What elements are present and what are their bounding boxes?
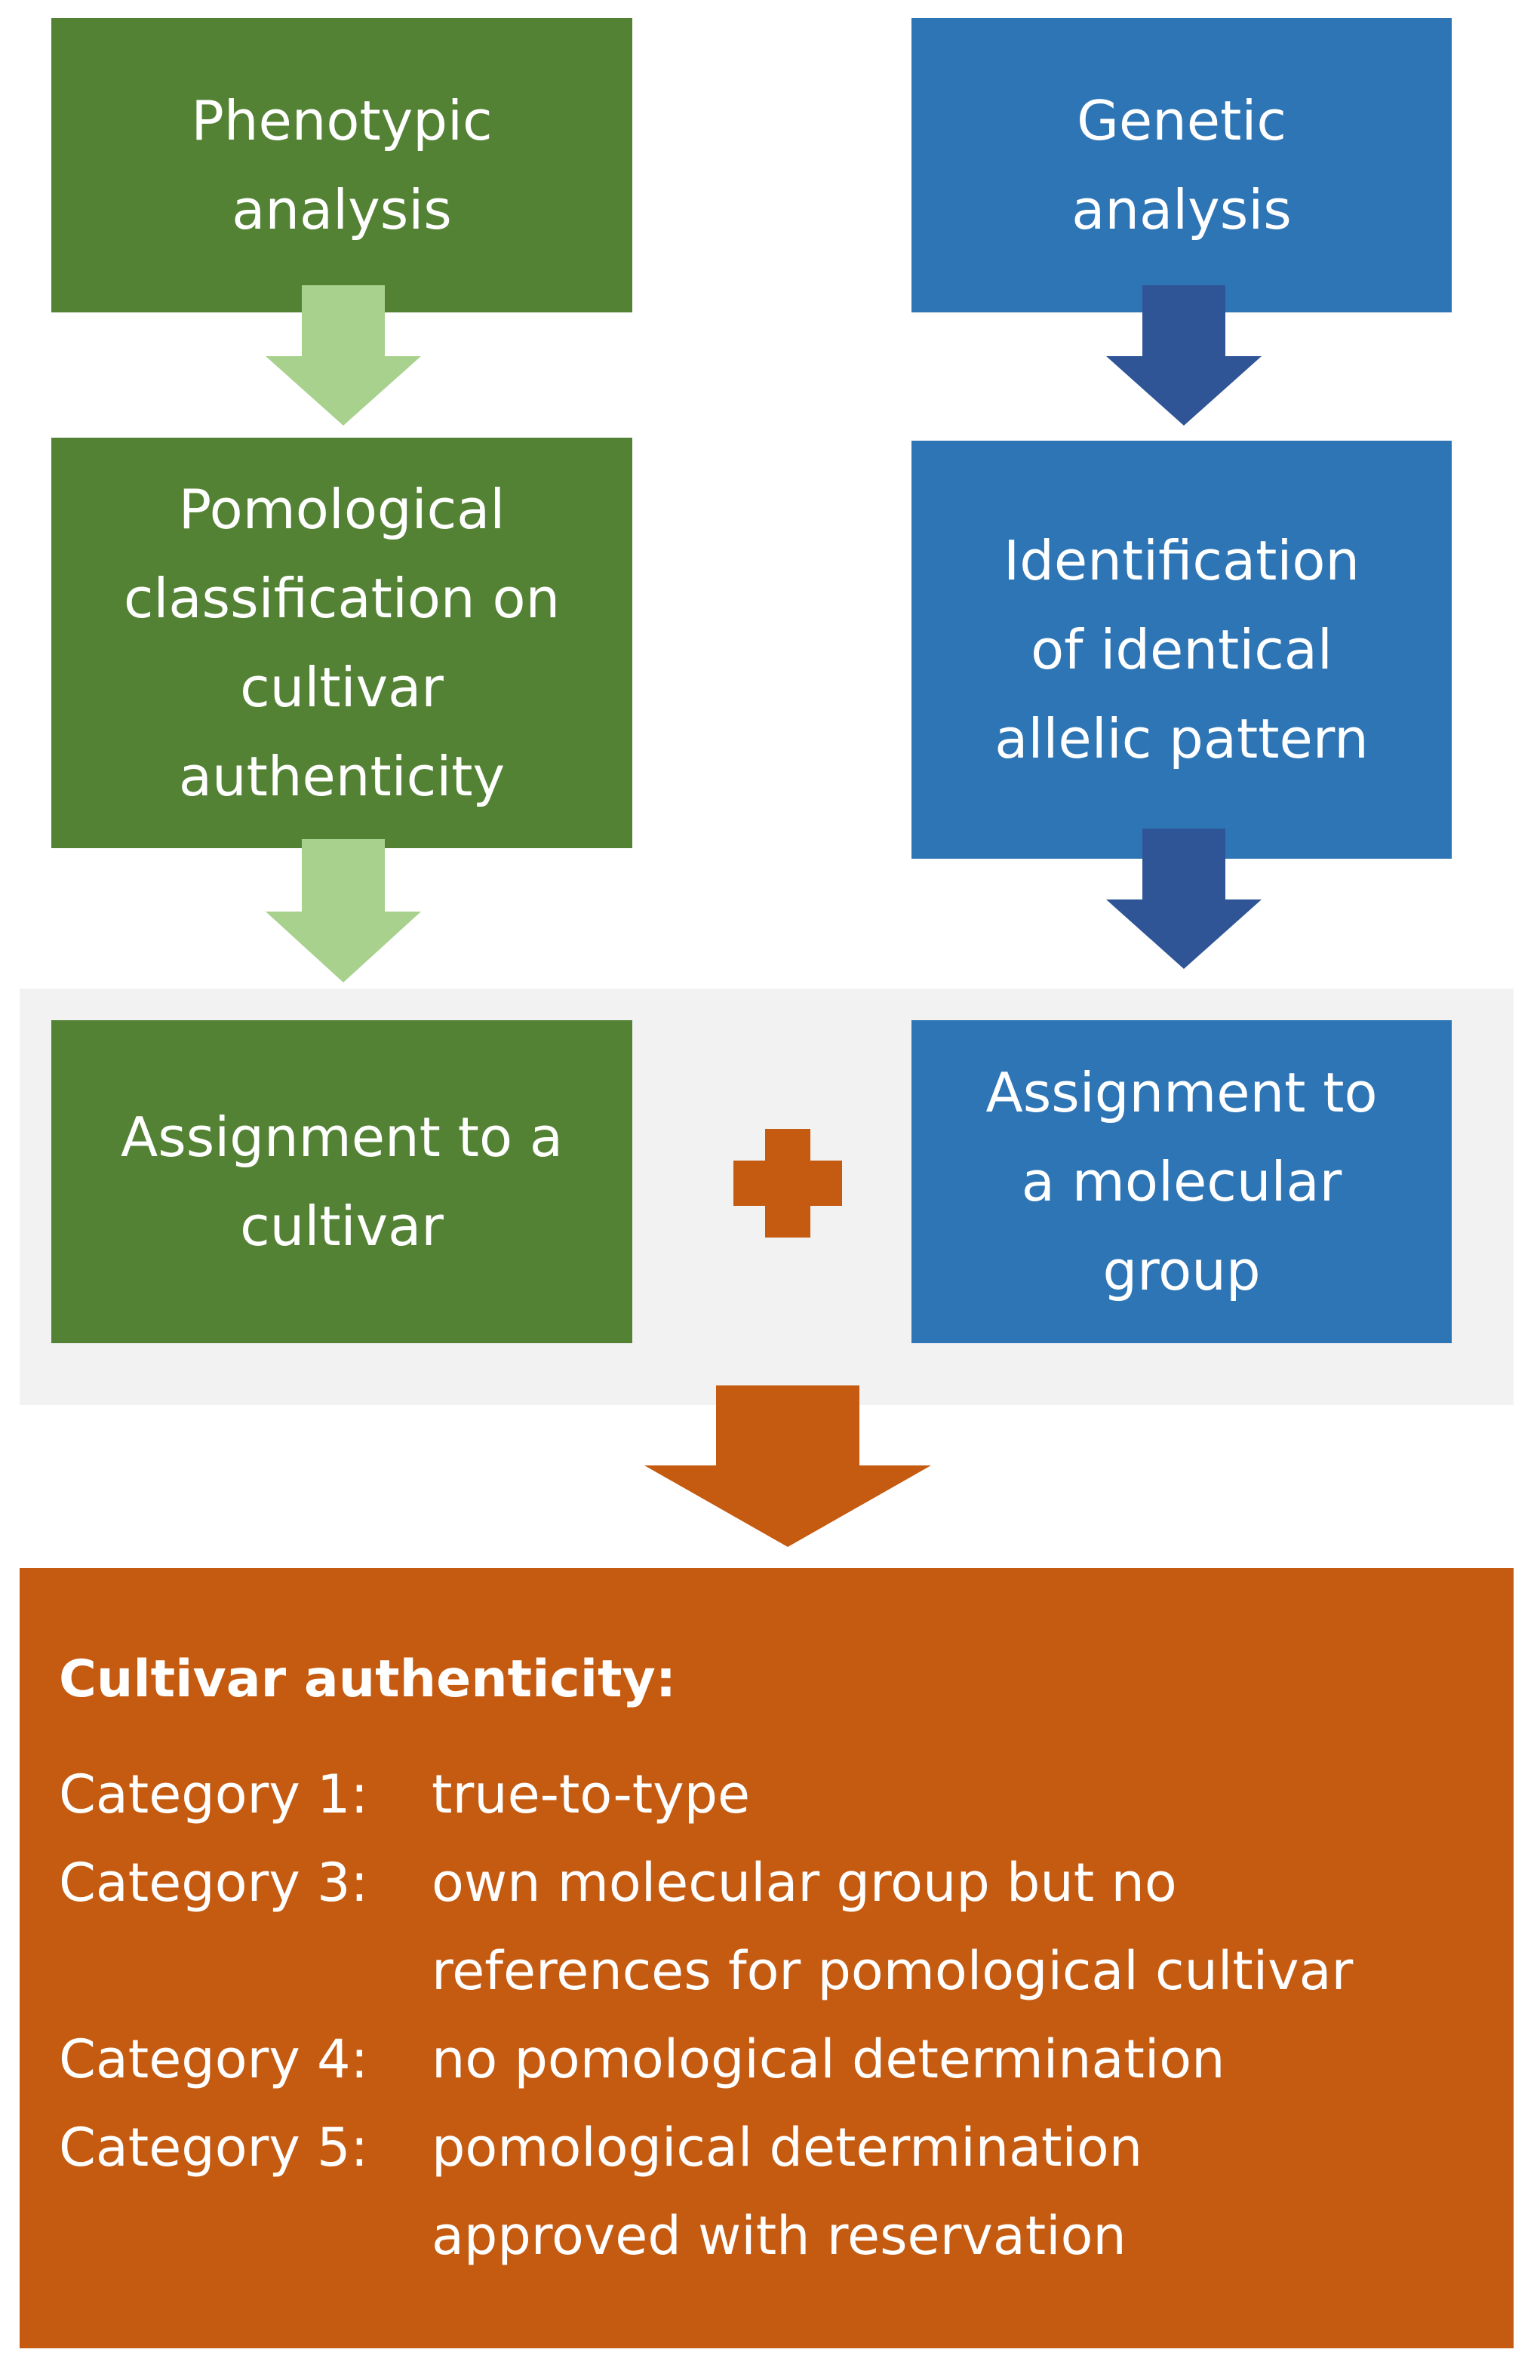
cultivar-authenticity-box: Cultivar authenticity: Category 1: true-… — [20, 1568, 1514, 2348]
molecular-group-assignment-line-1: Assignment to — [985, 1061, 1378, 1124]
allelic-identification-box: Identification of identical allelic patt… — [911, 441, 1452, 859]
pomological-classification-line-1: Pomological — [178, 478, 506, 541]
molecular-group-assignment-line-3: group — [1102, 1239, 1261, 1302]
cultivar-authenticity-title: Cultivar authenticity: — [59, 1650, 677, 1709]
phenotypic-analysis-line-2: analysis — [232, 178, 452, 241]
cultivar-assignment-line-2: cultivar — [240, 1195, 444, 1258]
phenotypic-analysis-line-1: Phenotypic — [191, 89, 493, 152]
cultivar-assignment-box: Assignment to a cultivar — [51, 1020, 632, 1343]
category-row: Category 5: pomological determination ap… — [59, 2104, 1514, 2280]
pomological-classification-line-2: classification on — [123, 567, 561, 630]
category-label: Category 1: — [59, 1763, 369, 1825]
category-description-line: no pomological determination — [432, 2028, 1225, 2090]
category-label: Category 5: — [59, 2117, 369, 2179]
allelic-identification-line-3: allelic pattern — [994, 707, 1369, 770]
category-label: Category 3: — [59, 1852, 369, 1914]
allelic-identification-line-1: Identification — [1003, 529, 1360, 592]
genetic-down-arrow-1 — [1106, 285, 1262, 426]
molecular-group-assignment-box: Assignment to a molecular group — [911, 1020, 1452, 1343]
category-description: true-to-type — [432, 1751, 750, 1839]
genetic-analysis-line-1: Genetic — [1077, 89, 1286, 152]
plus-icon — [733, 1129, 842, 1238]
cultivar-assignment-line-1: Assignment to a — [120, 1105, 564, 1169]
category-description-line: own molecular group but no — [432, 1852, 1177, 1914]
molecular-group-assignment-line-2: a molecular — [1021, 1150, 1342, 1213]
pomological-classification-line-4: authenticity — [178, 745, 506, 808]
result-down-arrow — [644, 1385, 931, 1547]
category-description-line: references for pomological cultivar — [432, 1940, 1354, 2002]
category-description: pomological determination approved with … — [432, 2104, 1142, 2280]
allelic-identification-line-2: of identical — [1031, 618, 1333, 681]
phenotypic-down-arrow-2 — [266, 839, 421, 982]
phenotypic-analysis-box: Phenotypic analysis — [51, 18, 632, 312]
genetic-down-arrow-2 — [1106, 829, 1262, 969]
phenotypic-down-arrow-1 — [266, 285, 421, 426]
category-row: Category 4: no pomological determination — [59, 2016, 1514, 2104]
category-description-line: pomological determination — [432, 2117, 1143, 2179]
category-row: Category 3: own molecular group but no r… — [59, 1839, 1514, 2016]
category-description: own molecular group but no references fo… — [432, 1839, 1353, 2016]
category-description: no pomological determination — [432, 2016, 1225, 2104]
category-description-line: approved with reservation — [432, 2205, 1127, 2267]
genetic-analysis-box: Genetic analysis — [911, 18, 1452, 312]
category-label: Category 4: — [59, 2028, 369, 2090]
pomological-classification-line-3: cultivar — [240, 656, 444, 719]
pomological-classification-box: Pomological classification on cultivar a… — [51, 438, 632, 848]
genetic-analysis-line-2: analysis — [1071, 178, 1292, 241]
category-row: Category 1: true-to-type — [59, 1751, 1514, 1839]
category-description-line: true-to-type — [432, 1763, 751, 1825]
